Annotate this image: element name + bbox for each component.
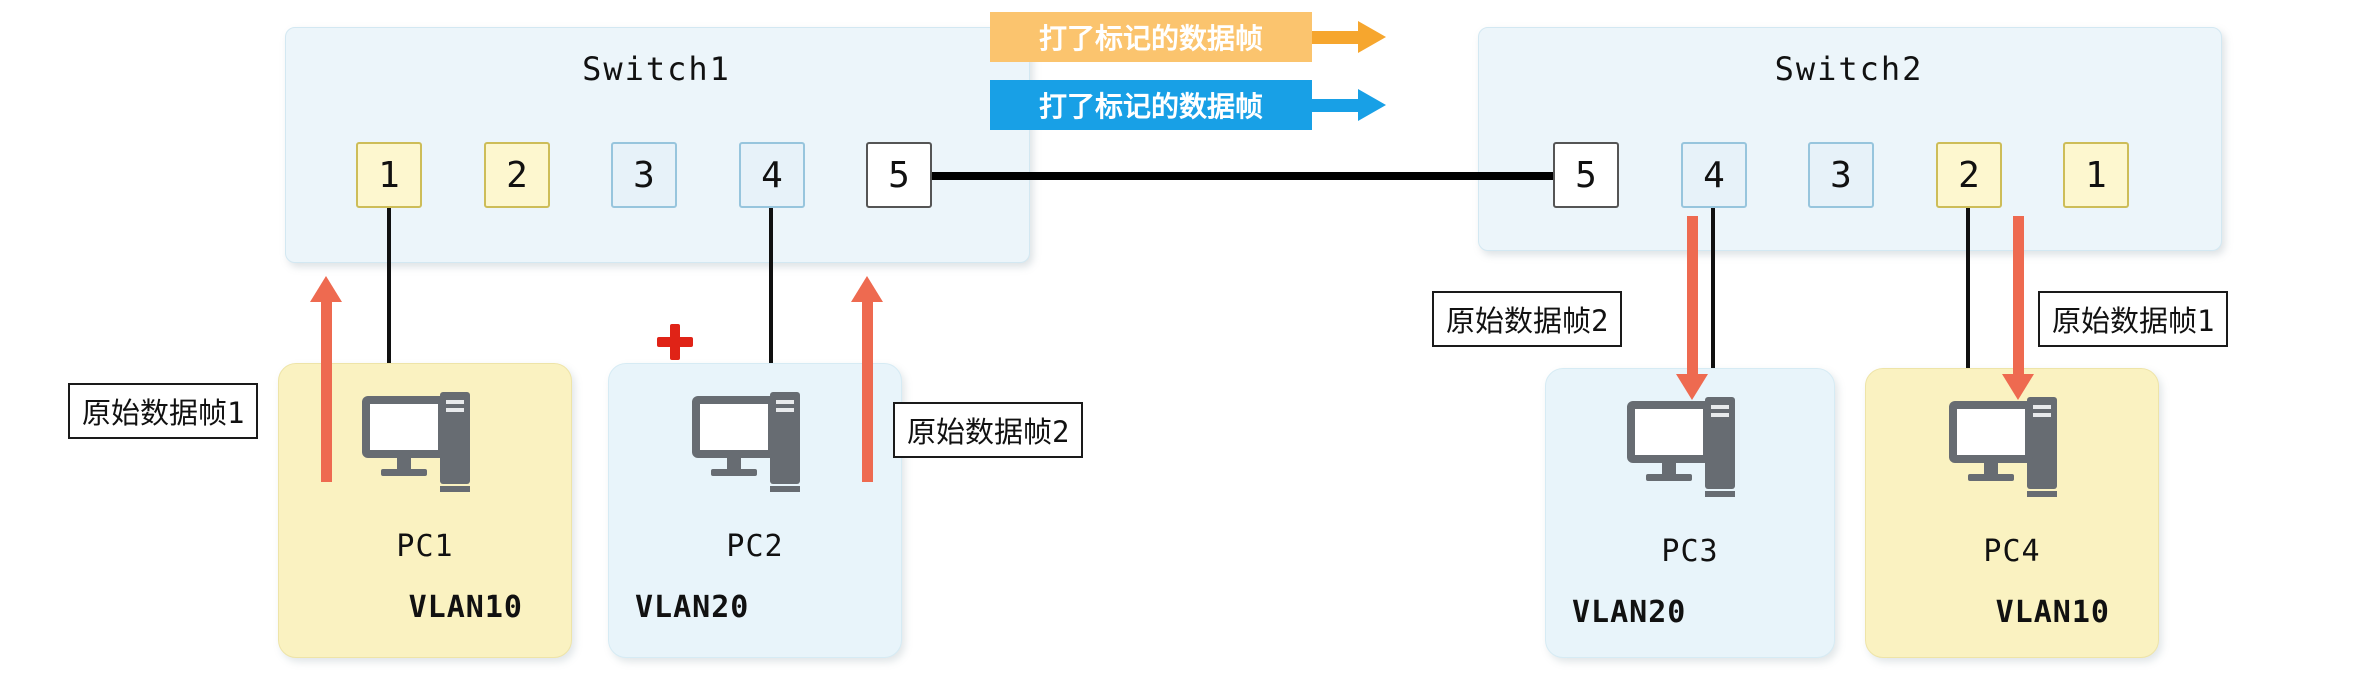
arrow-shaft — [1312, 98, 1358, 112]
pc1-name: PC1 — [396, 529, 454, 564]
switch2-port-3: 3 — [1808, 142, 1874, 208]
switch1-port-4: 4 — [739, 142, 805, 208]
switch1-port-3: 3 — [611, 142, 677, 208]
switch1-port-5: 5 — [866, 142, 932, 208]
red-down-arrow-icon — [2002, 216, 2034, 400]
arrow-shaft — [2012, 216, 2024, 374]
arrow-shaft — [1686, 216, 1698, 374]
arrow-shaft — [861, 302, 873, 482]
arrow-shaft — [320, 302, 332, 482]
red-up-arrow-icon — [851, 276, 883, 482]
frame-label-pc1: 原始数据帧1 — [68, 383, 259, 439]
switch2-port-1: 1 — [2063, 142, 2129, 208]
switch2-box — [1478, 27, 2222, 251]
switch1-port-2: 2 — [484, 142, 550, 208]
frame-label-pc3: 原始数据帧2 — [1432, 291, 1623, 347]
frame-label-pc4: 原始数据帧1 — [2038, 291, 2229, 347]
right-arrow-icon — [1312, 88, 1386, 122]
link-switch2-port4-pc3 — [1711, 208, 1715, 408]
pc2-name: PC2 — [726, 529, 784, 564]
pc2-group: PC2 VLAN20 — [608, 363, 902, 658]
red-up-arrow-icon — [310, 276, 342, 482]
arrow-head — [1358, 21, 1386, 53]
link-switch1-port1-pc1 — [387, 208, 391, 410]
desktop-computer-icon — [1627, 397, 1735, 497]
switch2-title: Switch2 — [1774, 50, 1924, 88]
frame-label-pc2: 原始数据帧2 — [893, 402, 1084, 458]
switch1-title: Switch1 — [582, 50, 731, 88]
legend-tagged-frame-orange: 打了标记的数据帧 — [990, 12, 1312, 62]
arrow-head — [1358, 89, 1386, 121]
legend-tagged-frame-blue: 打了标记的数据帧 — [990, 80, 1312, 130]
link-switch1-port4-pc2 — [769, 208, 773, 410]
link-switch2-port2-pc4 — [1966, 208, 1970, 408]
switch2-port-2: 2 — [1936, 142, 2002, 208]
red-down-arrow-icon — [1676, 216, 1708, 400]
switch2-port-4: 4 — [1681, 142, 1747, 208]
pc2-vlan-label: VLAN20 — [635, 590, 750, 625]
right-arrow-icon — [1312, 20, 1386, 54]
desktop-computer-icon — [362, 392, 470, 492]
pc3-group: PC3 VLAN20 — [1545, 368, 1835, 658]
arrow-head — [1676, 374, 1708, 400]
red-plus-icon — [657, 324, 693, 360]
trunk-link-line — [932, 172, 1554, 180]
arrow-shaft — [1312, 30, 1358, 44]
pc4-name: PC4 — [1983, 534, 2041, 569]
pc4-group: PC4 VLAN10 — [1865, 368, 2159, 658]
pc3-name: PC3 — [1661, 534, 1719, 569]
arrow-head — [2002, 374, 2034, 400]
arrow-head — [310, 276, 342, 302]
switch2-port-5: 5 — [1553, 142, 1619, 208]
desktop-computer-icon — [692, 392, 800, 492]
arrow-head — [851, 276, 883, 302]
switch1-port-1: 1 — [356, 142, 422, 208]
pc4-vlan-label: VLAN10 — [1995, 595, 2110, 630]
desktop-computer-icon — [1949, 397, 2057, 497]
pc1-vlan-label: VLAN10 — [408, 590, 523, 625]
pc3-vlan-label: VLAN20 — [1572, 595, 1687, 630]
